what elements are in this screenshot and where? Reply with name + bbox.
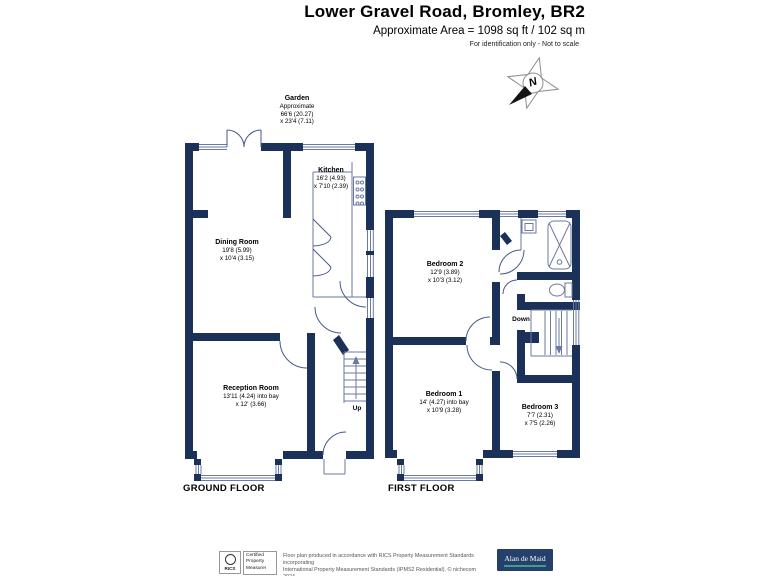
- room-dim: 16'2 (4.93): [316, 175, 346, 183]
- brand-name: Alan de Maid: [504, 554, 546, 563]
- bath-icon: [547, 220, 572, 270]
- cert-line: Certified: [246, 553, 264, 558]
- room-name: Garden: [284, 95, 310, 102]
- kitchen-label: Kitchen 16'2 (4.93) x 7'10 (2.39): [314, 167, 348, 190]
- room-dim: 19'8 (5.99): [222, 247, 252, 255]
- room-name: Kitchen: [318, 167, 344, 174]
- room-dim: 14' (4.27) into bay: [419, 399, 469, 407]
- room-dim: 12'9 (3.89): [430, 269, 460, 277]
- disclaimer-line: International Property Measurement Stand…: [283, 567, 477, 576]
- room-dim: 13'11 (4.24) into bay: [223, 393, 279, 401]
- cert-line: Measurer: [246, 565, 267, 571]
- certified-measurer-badge: Certified Property Measurer: [243, 551, 277, 575]
- room-name: Reception Room: [223, 385, 279, 392]
- stairs-down-icon: [530, 309, 572, 357]
- first-windows: [398, 211, 580, 481]
- bedroom1-label: Bedroom 1 14' (4.27) into bay x 10'9 (3.…: [419, 391, 468, 414]
- room-name: Bedroom 3: [521, 404, 559, 411]
- ground-windows: [195, 144, 374, 481]
- disclaimer-line: Floor plan produced in accordance with R…: [283, 553, 474, 567]
- room-dim: 66'6 (20.27): [280, 110, 314, 118]
- room-dim: x 10'3 (3.12): [427, 276, 463, 284]
- first-floor-plan: [385, 210, 580, 481]
- bedroom3-label: Bedroom 3 7'7 (2.31) x 7'5 (2.26): [522, 404, 559, 427]
- room-dim: x 7'5 (2.26): [524, 419, 556, 427]
- rics-label: RICS: [224, 566, 236, 571]
- room-dim: x 10'9 (3.28): [426, 406, 462, 414]
- toilet-icon: [549, 282, 573, 298]
- ground-doors: [226, 129, 367, 456]
- down-label: Down: [512, 316, 530, 323]
- room-name: Bedroom 1: [425, 391, 463, 398]
- rics-logo: RICS: [219, 551, 241, 574]
- room-name: Bedroom 2: [426, 261, 464, 268]
- ground-floor-plan: [185, 129, 374, 481]
- page-title: Lower Gravel Road, Bromley, BR2: [304, 2, 585, 21]
- first-floor-label: FIRST FLOOR: [388, 483, 455, 494]
- dining-room-label: Dining Room 19'8 (5.99) x 10'4 (3.15): [215, 239, 259, 262]
- room-dim: Approximate: [279, 103, 315, 111]
- header: Lower Gravel Road, Bromley, BR2 Approxim…: [304, 2, 585, 48]
- ground-walls: [185, 143, 374, 481]
- disclaimer-text: Floor plan produced in accordance with R…: [283, 553, 478, 576]
- identification-note: For identification only - Not to scale: [469, 41, 579, 48]
- north-arrow: [509, 86, 532, 105]
- room-dim: 7'7 (2.31): [527, 412, 553, 420]
- hob-icon: [353, 176, 366, 206]
- area-subtitle: Approximate Area = 1098 sq ft / 102 sq m: [373, 25, 585, 37]
- alan-de-maid-logo: Alan de Maid: [497, 549, 553, 571]
- up-label: Up: [352, 405, 362, 412]
- room-dim: x 12' (3.66): [235, 400, 267, 408]
- first-doors: [465, 249, 525, 380]
- bedroom2-label: Bedroom 2 12'9 (3.89) x 10'3 (3.12): [427, 261, 464, 284]
- garden-label: Garden Approximate 66'6 (20.27) x 23'4 (…: [280, 95, 315, 126]
- rics-emblem-icon: [224, 554, 236, 565]
- sink-icon: [521, 219, 537, 234]
- compass-icon: [506, 56, 560, 110]
- room-dim: x 7'10 (2.39): [313, 182, 349, 190]
- down-arrow-head: [555, 346, 563, 354]
- brand-underline: [504, 565, 546, 567]
- ground-floor-label: GROUND FLOOR: [183, 483, 265, 494]
- cert-line: Property: [246, 559, 265, 565]
- reception-room-label: Reception Room 13'11 (4.24) into bay x 1…: [223, 385, 279, 408]
- room-name: Dining Room: [215, 239, 259, 246]
- up-arrow-head: [352, 356, 360, 364]
- room-dim: x 23'4 (7.11): [280, 118, 314, 126]
- first-walls: [385, 210, 580, 481]
- room-dim: x 10'4 (3.15): [219, 254, 255, 262]
